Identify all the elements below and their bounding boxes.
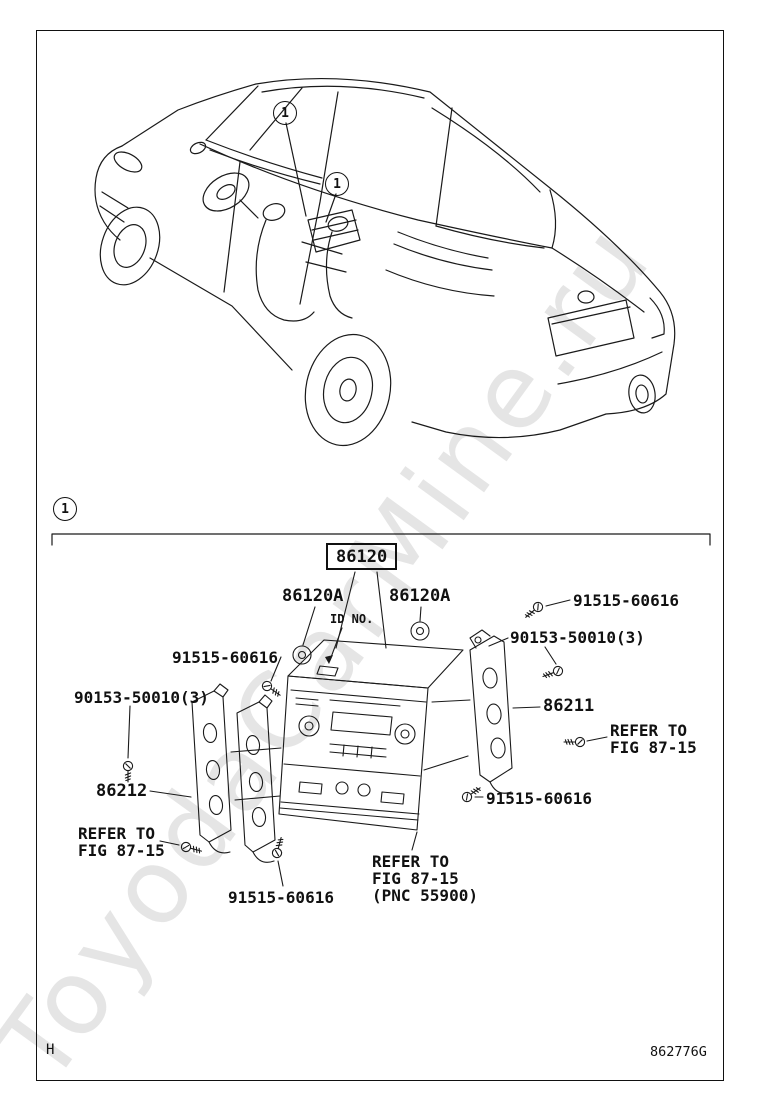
refer-note-left-line1: REFER TO (78, 824, 156, 843)
callout-circle-1: 1 (273, 101, 297, 125)
footer-page-code: H (46, 1042, 55, 1058)
id-no-label: ID NO. (330, 612, 374, 626)
refer-note-right-line1: REFER TO (610, 721, 688, 740)
radio-exploded-view (122, 571, 608, 887)
radio-location-in-dash (307, 209, 361, 253)
refer-note-right-line2: FIG 87-15 (610, 738, 697, 757)
screw-icon (270, 835, 287, 860)
steering-wheel-drawing (202, 172, 259, 219)
front-wheel-drawing (99, 206, 161, 286)
part-label-86120A-left: 86120A (282, 586, 344, 606)
knob-right-drawing (410, 621, 430, 641)
part-label-90153-50010-left: 90153-50010(3) (74, 688, 209, 707)
part-label-91515-60616-left: 91515-60616 (172, 648, 278, 667)
car-illustration (94, 77, 676, 447)
part-label-86120A-right: 86120A (389, 586, 451, 606)
callout-circle-1: 1 (325, 172, 349, 196)
page-border-frame (36, 30, 724, 1081)
rear-wheel-drawing (304, 333, 392, 447)
car-callout-leader (285, 122, 307, 217)
car-callout-leader (325, 193, 337, 223)
screw-icon (459, 783, 484, 805)
leader-line (376, 571, 387, 649)
id-plate-drawing (316, 665, 339, 677)
refer-note-center-line2: FIG 87-15 (372, 869, 459, 888)
refer-note-left-line2: FIG 87-15 (78, 841, 165, 860)
refer-note-center-line3: (PNC 55900) (372, 886, 478, 905)
leader-lines (127, 599, 608, 887)
part-label-91515-60616-top-right: 91515-60616 (573, 591, 679, 610)
callout-number: 1 (61, 501, 69, 517)
screw-icon (179, 840, 204, 857)
part-label-86212: 86212 (96, 781, 148, 801)
screw-icon (522, 599, 546, 622)
screw-icon (540, 664, 565, 682)
part-label-86120-boxed: 86120 (326, 543, 398, 570)
part-label-86211: 86211 (543, 696, 595, 716)
section-divider (51, 533, 711, 546)
part-label-90153-50010-right: 90153-50010(3) (510, 628, 645, 647)
callout-number: 1 (281, 105, 289, 121)
footer-figure-code: 862776G (650, 1044, 707, 1060)
refer-note-center-line1: REFER TO (372, 852, 450, 871)
callout-number: 1 (333, 176, 341, 192)
screw-icon (122, 760, 134, 783)
bracket-right-drawing (423, 629, 513, 794)
part-label-91515-60616-bottom: 91515-60616 (228, 888, 334, 907)
radio-unit-drawing (278, 639, 464, 831)
screw-icon (563, 736, 586, 748)
section-callout-circle: 1 (53, 497, 77, 521)
bracket-left-drawing (191, 683, 282, 863)
part-label-91515-60616-bottom-right: 91515-60616 (486, 789, 592, 808)
knob-left-drawing (292, 645, 312, 665)
far-rear-wheel-drawing (628, 374, 656, 414)
